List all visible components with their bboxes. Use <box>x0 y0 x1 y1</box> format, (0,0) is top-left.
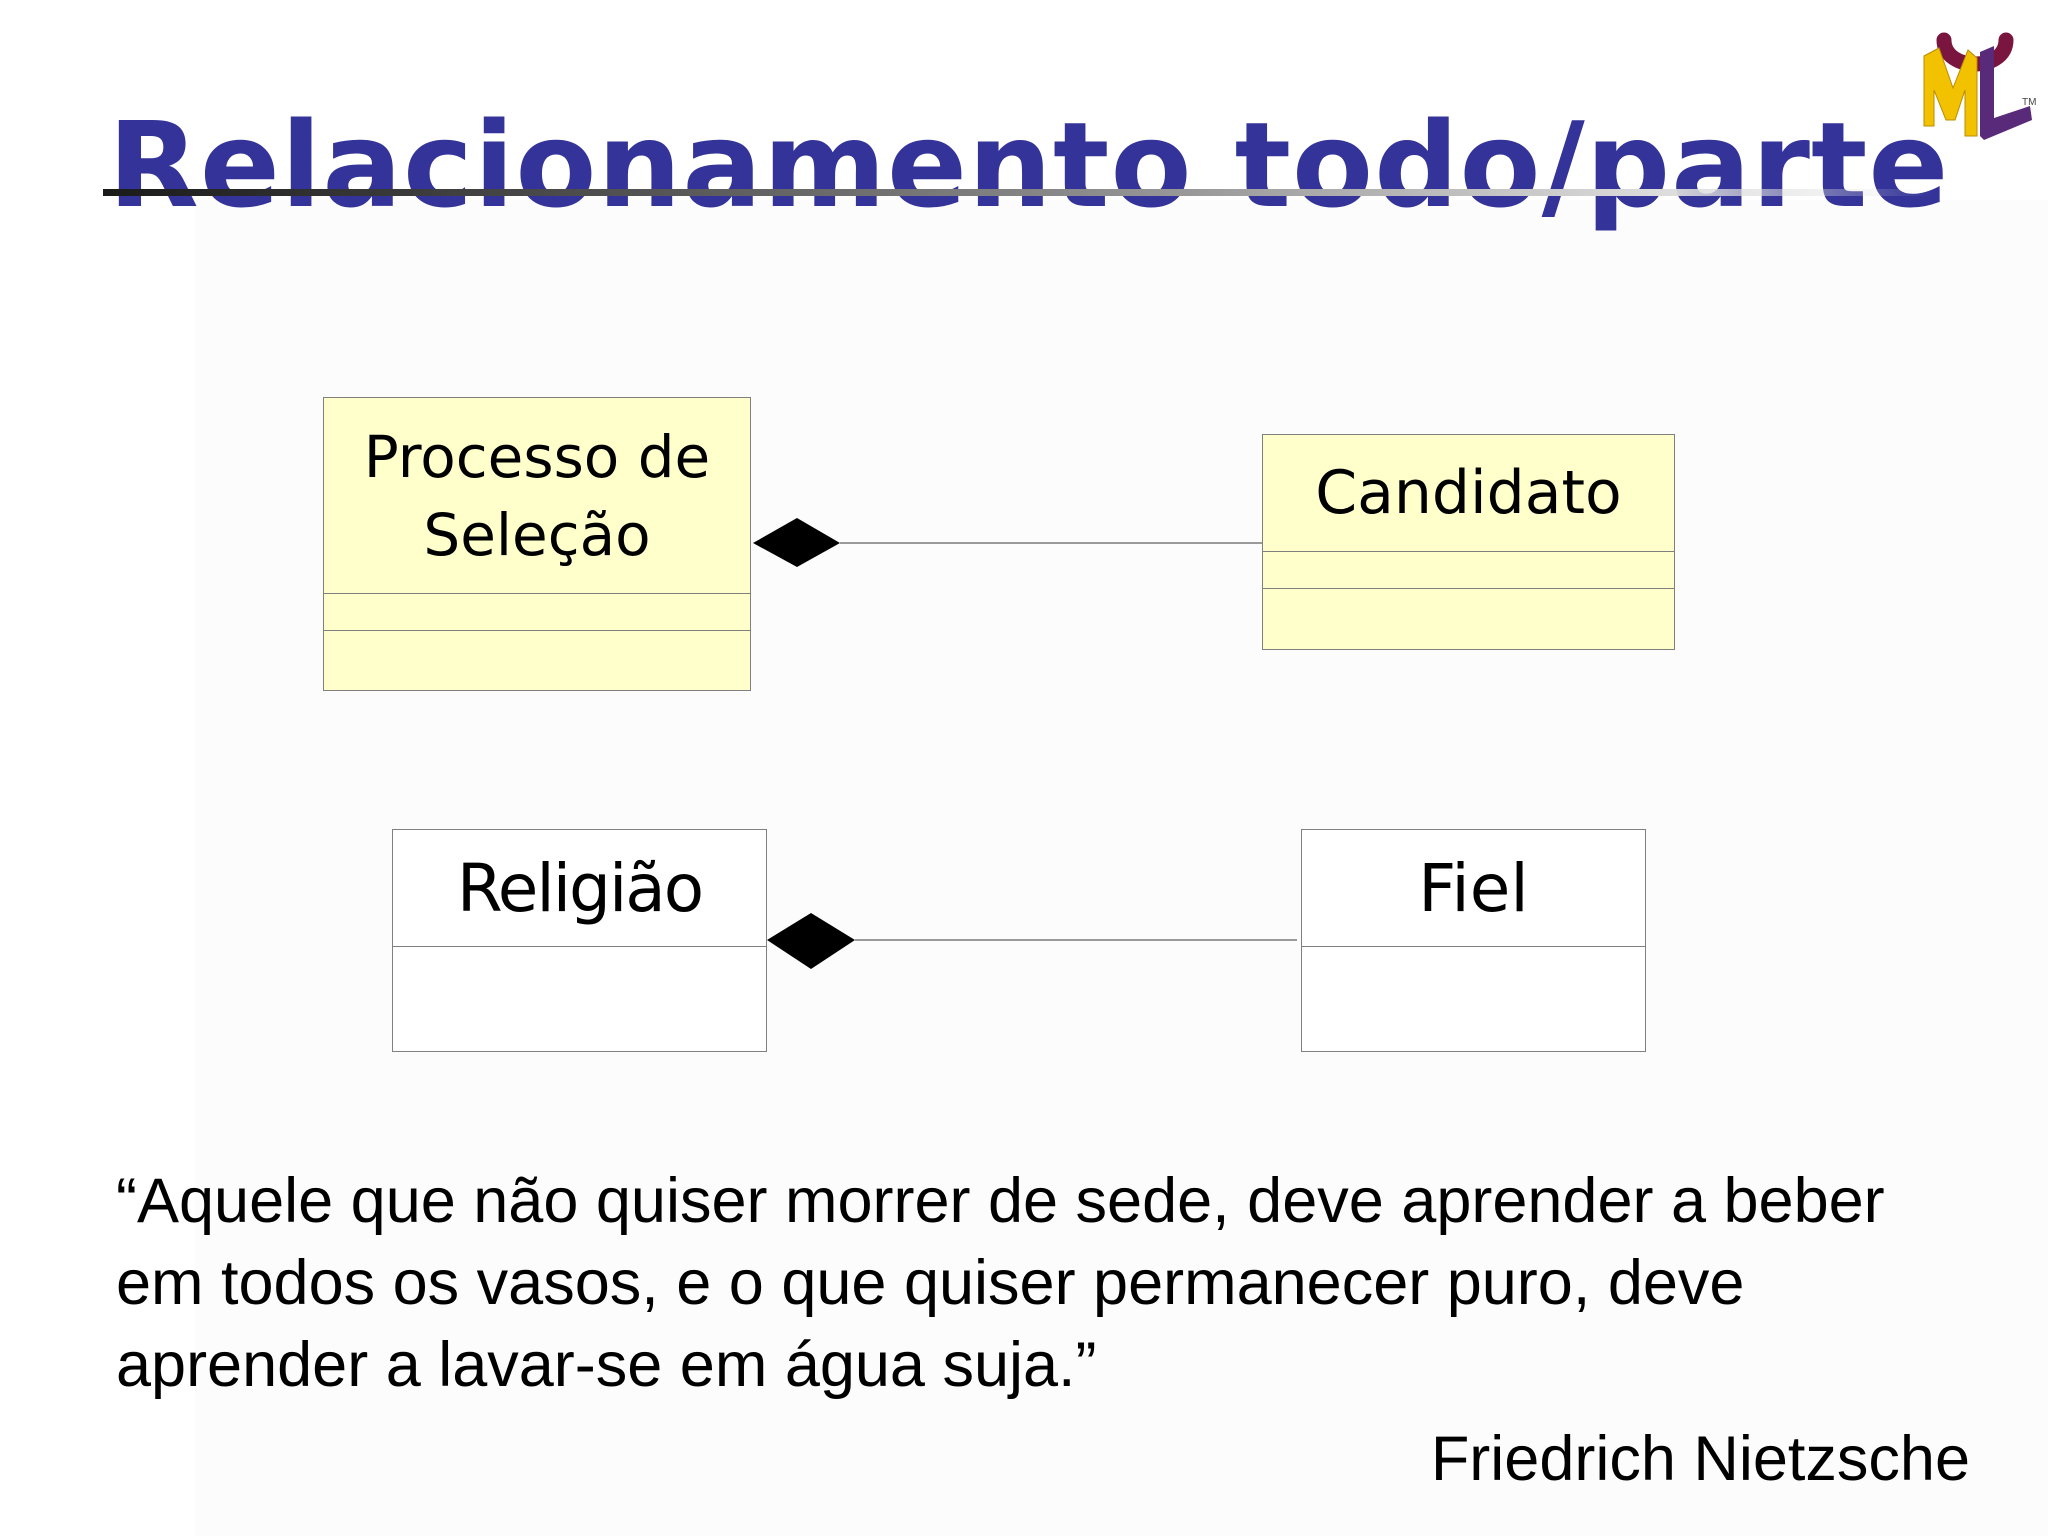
quote-line-3: aprender a lavar-se em água suja.” <box>116 1330 1097 1400</box>
class-box-religiao: Religião <box>392 829 767 1052</box>
quote-line-1: “Aquele que não quiser morrer de sede, d… <box>116 1166 1885 1236</box>
uml-logo-trademark: TM <box>2022 97 2036 108</box>
attributes-compartment <box>1263 552 1674 589</box>
quote-line-2: em todos os vasos, e o que quiser perman… <box>116 1248 1745 1318</box>
class-box-candidato: Candidato <box>1262 434 1675 650</box>
quote-author: Friedrich Nietzsche <box>1430 1424 1970 1494</box>
attributes-compartment <box>324 594 750 631</box>
class-name-religiao: Religião <box>393 830 766 947</box>
title-divider <box>103 189 1933 196</box>
class-name-candidato: Candidato <box>1263 435 1674 552</box>
uml-logo: TM <box>1920 10 2040 150</box>
uml-logo-m-shape <box>1923 47 1978 137</box>
class-box-fiel: Fiel <box>1301 829 1646 1052</box>
slide-title: Relacionamento todo/parte <box>108 96 1950 235</box>
class-box-processo-de-selecao: Processo de Seleção <box>323 397 751 691</box>
class-name-line-1: Processo de <box>363 422 711 491</box>
uml-logo-l-shape <box>1980 46 2032 140</box>
composition-diamond-processo <box>753 518 840 567</box>
class-name-fiel: Fiel <box>1302 830 1645 947</box>
quote-text: “Aquele que não quiser morrer de sede, d… <box>116 1160 2046 1406</box>
class-name-line-2: Seleção <box>423 500 651 569</box>
composition-diamond-religiao <box>767 913 855 969</box>
class-name-processo-de-selecao: Processo de Seleção <box>324 398 750 594</box>
